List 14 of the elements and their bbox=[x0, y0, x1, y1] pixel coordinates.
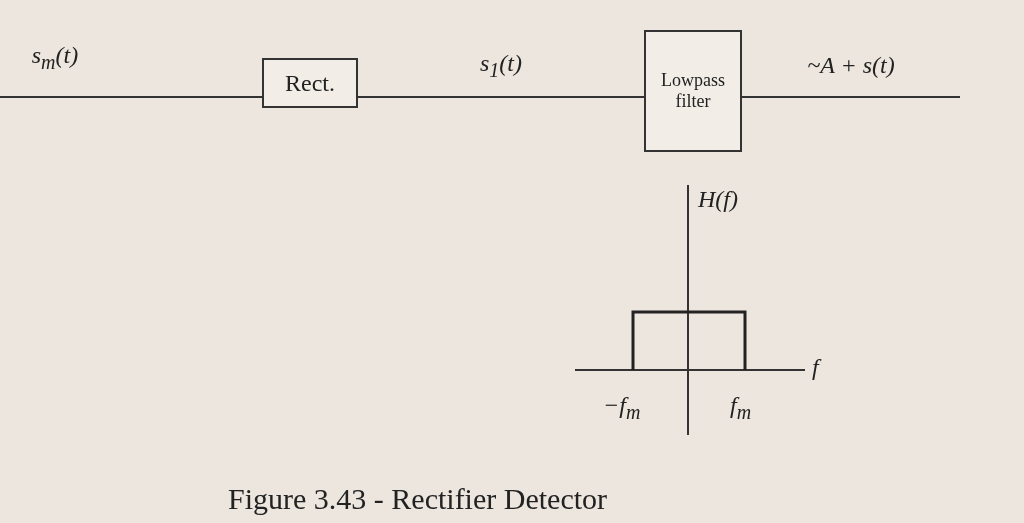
signal-line bbox=[357, 96, 645, 98]
axis-label: −f$_{m}$ bbox=[603, 392, 641, 424]
block-label: Rect. bbox=[284, 69, 336, 97]
plot-title: H(f) bbox=[698, 186, 738, 213]
signal-line bbox=[0, 96, 263, 98]
edge-label: s$_{m}$(t) bbox=[31, 42, 79, 74]
axis-label: f$_{m}$ bbox=[730, 392, 752, 424]
edge-label: ~A + s(t) bbox=[807, 52, 895, 79]
edge-label: s$_{1}$(t) bbox=[480, 50, 522, 82]
block-box bbox=[644, 30, 742, 152]
block-label: Lowpass filter bbox=[660, 70, 726, 112]
figure-caption: Figure 3.43 - Rectifier Detector bbox=[228, 482, 608, 516]
block-box bbox=[262, 58, 358, 108]
signal-line bbox=[741, 96, 961, 98]
